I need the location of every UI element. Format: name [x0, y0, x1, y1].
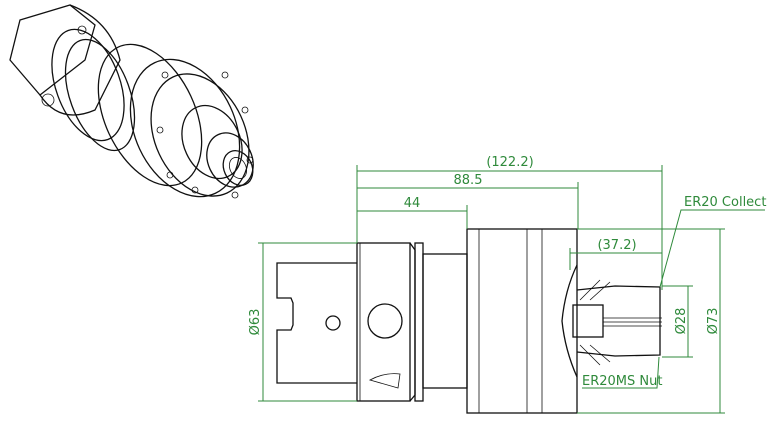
dim-projection: (37.2): [597, 238, 636, 253]
dim-body-length: 88.5: [454, 173, 483, 188]
dim-body-diameter: Ø73: [706, 308, 721, 335]
callout-collet: ER20 Collect: [684, 195, 766, 210]
callout-nut: ER20MS Nut: [582, 374, 662, 389]
isometric-view: [9, 4, 254, 199]
dimension-lines: [258, 165, 765, 414]
dim-nut-diameter: Ø28: [674, 308, 689, 335]
dim-flange-diameter: Ø63: [248, 309, 263, 336]
dim-flange-length: 44: [404, 196, 421, 211]
dim-overall-length: (122.2): [486, 155, 533, 170]
side-view: [276, 228, 662, 414]
